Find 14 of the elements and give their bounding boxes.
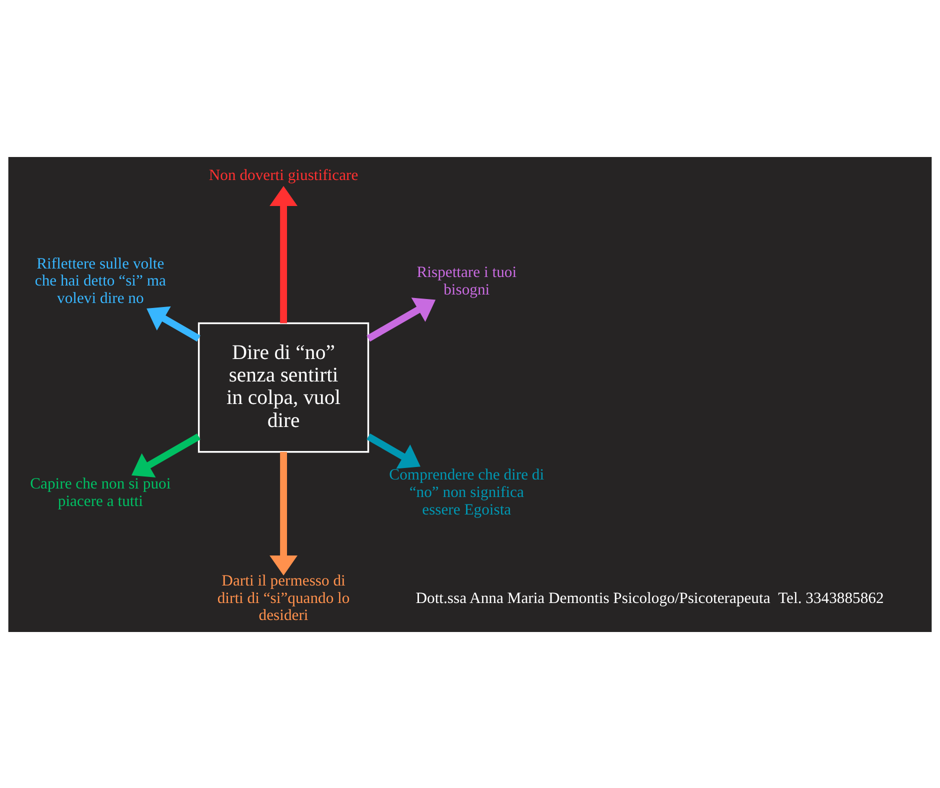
node-text: Non doverti giustificare <box>208 166 358 184</box>
node-text: Rispettare i tuoi bisogni <box>416 263 517 298</box>
node-box: Dire di “no” senza sentirti in colpa, vuol dire <box>198 322 370 452</box>
node-text: Darti il permesso di dirti di “si”quando lo desideri <box>217 572 350 624</box>
arrow <box>366 297 436 342</box>
arrow <box>366 433 420 468</box>
label: Dott.ssa Anna Maria Demontis Psicologo/Psicoterapeuta Tel. 3343885862 <box>416 589 884 606</box>
arrow <box>146 306 200 342</box>
node-text: Comprendere che dire di “no” non significa essere Egoista <box>389 466 544 518</box>
arrow <box>270 186 298 323</box>
arrow <box>270 451 298 575</box>
node-text: Riflettere sulle volte che hai detto “si” ma volevi dire no <box>34 254 166 307</box>
node-text: Capire che non si puoi piacere a tutti <box>30 474 171 510</box>
arrow <box>131 433 200 477</box>
